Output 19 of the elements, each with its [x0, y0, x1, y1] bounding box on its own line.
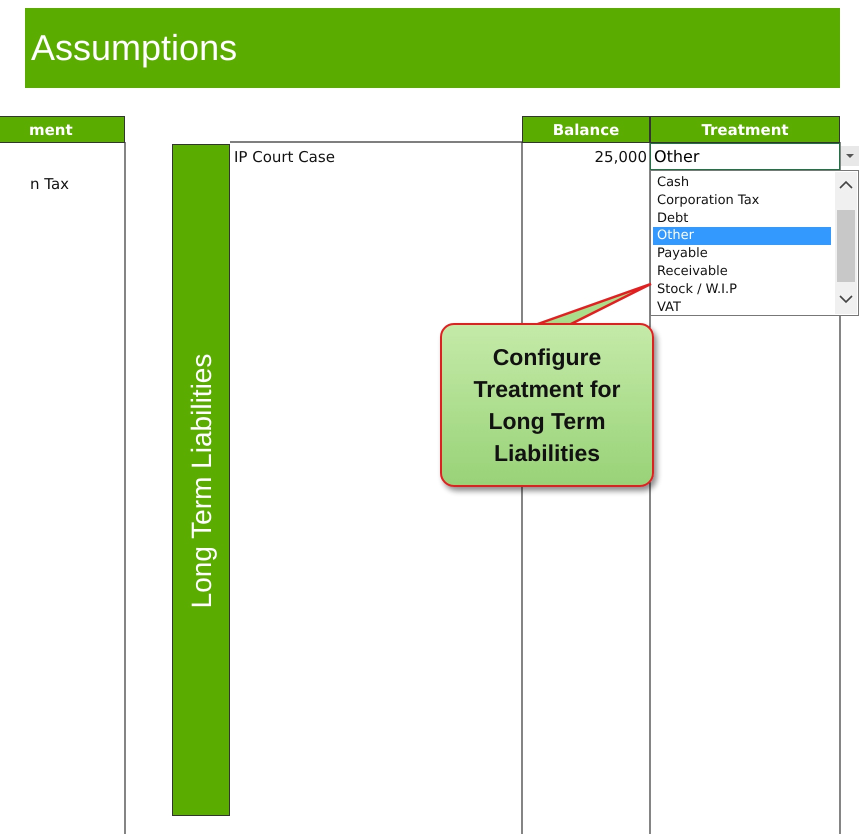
list-option: Debt [653, 210, 831, 228]
dropdown-list [650, 170, 859, 316]
row-label: IP Court Case [234, 148, 335, 166]
callout-bubble: Configure Treatment for Long Term Liabilities [440, 323, 654, 487]
list-option: Stock / W.I.P [653, 280, 831, 299]
column-header: Balance [522, 116, 650, 143]
column-header: Treatment [650, 116, 840, 143]
list-option: Cash [653, 174, 831, 192]
dropdown-field: Other [650, 143, 840, 170]
amount-value: 25,000 [594, 148, 647, 166]
list-option: Payable [653, 245, 831, 264]
list-option: Corporation Tax [653, 192, 831, 210]
title-bar: Assumptions [25, 8, 840, 88]
list-option: Receivable [653, 263, 831, 281]
row-label: n Tax [30, 175, 70, 193]
list-option: VAT [653, 298, 831, 317]
section-title: Long Term Liabilities [185, 352, 218, 610]
selected-option: Other [653, 227, 831, 246]
column-header: ment [0, 116, 125, 143]
